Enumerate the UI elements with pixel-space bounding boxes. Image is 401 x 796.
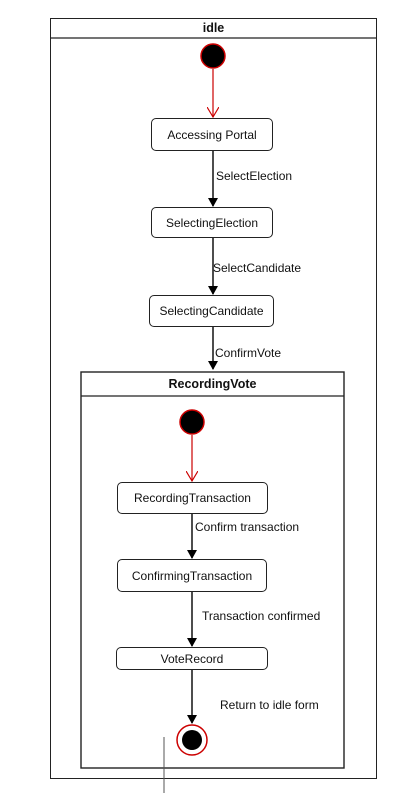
label-select-candidate: SelectCandidate <box>213 261 302 275</box>
label-transaction-confirmed: Transaction confirmed <box>202 609 321 623</box>
state-accessing-portal: Accessing Portal <box>151 118 273 151</box>
label-confirm-vote: ConfirmVote <box>215 346 282 360</box>
label-return-to-idle: Return to idle form <box>220 698 319 712</box>
state-vote-record: VoteRecord <box>116 647 268 670</box>
label-select-election: SelectElection <box>216 169 293 183</box>
state-selecting-election: SelectingElection <box>151 207 273 238</box>
recording-vote-frame <box>80 371 345 769</box>
inner-initial-state-node <box>179 409 205 435</box>
recording-vote-title: RecordingVote <box>168 377 257 391</box>
initial-state-node <box>200 43 226 69</box>
state-confirming-transaction: ConfirmingTransaction <box>117 559 267 592</box>
idle-title: idle <box>202 21 225 35</box>
state-selecting-candidate: SelectingCandidate <box>149 295 274 327</box>
final-state-core <box>182 730 202 750</box>
state-recording-transaction: RecordingTransaction <box>117 482 268 514</box>
label-confirm-transaction: Confirm transaction <box>195 520 300 534</box>
